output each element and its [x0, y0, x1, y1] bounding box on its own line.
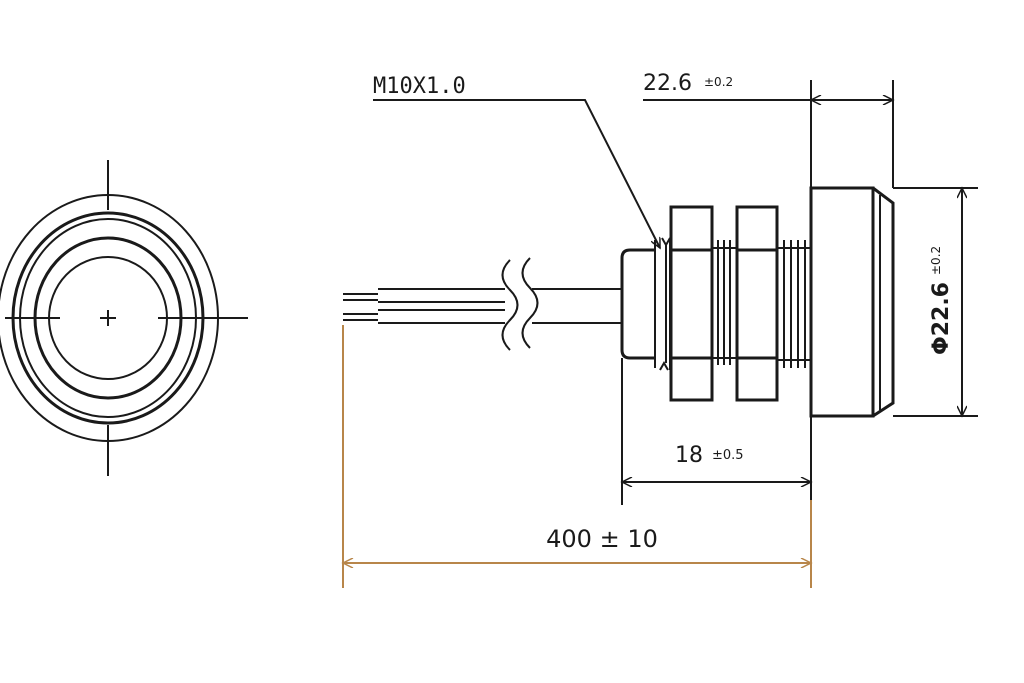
flange-width-tolerance: ±0.2	[704, 75, 733, 89]
dim-cable-length: 400 ± 10	[343, 325, 811, 588]
diameter-value: Φ22.6	[929, 282, 954, 355]
cable-length-value: 400 ± 10	[546, 525, 658, 553]
dim-thread-length: 18 ±0.5	[622, 358, 811, 505]
flange-width-value: 22.6	[643, 71, 692, 96]
thread-label: M10X1.0	[373, 74, 466, 99]
side-view	[343, 186, 895, 418]
diameter-tolerance: ±0.2	[929, 246, 943, 275]
thread-callout: M10X1.0	[373, 74, 661, 248]
thread-length-value: 18	[675, 443, 703, 468]
dim-diameter: Φ22.6 ±0.2	[893, 188, 978, 416]
thread-length-tolerance: ±0.5	[712, 448, 744, 463]
dim-flange-width: 22.6 ±0.2	[643, 71, 893, 188]
front-view	[0, 160, 248, 476]
